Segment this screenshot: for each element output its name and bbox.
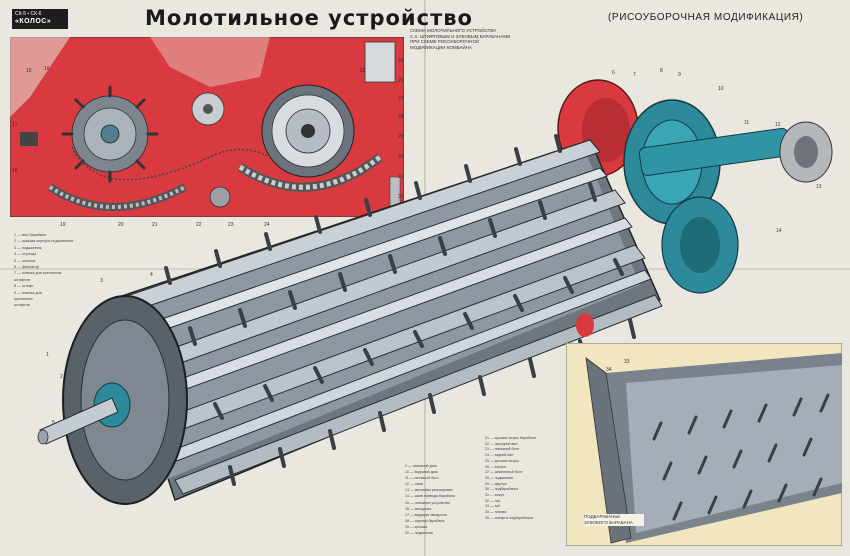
legend-item: 19 — крышка: [405, 524, 428, 529]
legend-item: 23 — натяжной болт: [485, 447, 520, 452]
legend-item: 11 — натяжной болт: [405, 476, 439, 481]
inset-callout-27: 27: [398, 96, 404, 102]
legend-item: 32 — ось: [485, 498, 501, 503]
inset-callout-32: 32: [398, 194, 404, 200]
inset-callout-15: 15: [26, 68, 32, 74]
inset-callout-29: 29: [398, 134, 404, 140]
legend-item: 5 — шпонка: [14, 258, 36, 263]
badge-line-1: СК-5 • СК-6: [15, 11, 42, 17]
legend-item: 29 — фартук: [485, 481, 507, 486]
legend-item: штифтов: [14, 277, 30, 282]
pin-drum-cross-section: [61, 85, 159, 183]
legend-middle: 9 — натяжной диск 10 — ведомый диск 11 —…: [405, 463, 485, 536]
cross-section-inset: [10, 37, 404, 217]
legend-item: 2 — крышка корпуса подшипника: [14, 239, 73, 244]
callout-1: 1: [46, 352, 49, 358]
legend-item: 7 — планка для крепления: [14, 271, 62, 276]
legend-item: 15 — натяжное устройство: [405, 500, 450, 505]
inset-callout-31: 31: [398, 174, 404, 180]
legend-item: 20 — подшипник: [405, 531, 433, 536]
legend-item: 25 — крышка опоры: [485, 458, 519, 463]
callout-3: 3: [100, 278, 103, 284]
diagram-caption: СХЕМА МОЛОТИЛЬНОГО УСТРОЙСТВА С.Х. ШТИФТ…: [410, 28, 511, 50]
inset-callout-26: 26: [398, 78, 404, 84]
callout-11: 11: [744, 120, 749, 126]
inset-callout-18: 18: [12, 168, 18, 174]
callout-9: 9: [678, 72, 681, 78]
callout-7: 7: [633, 72, 636, 78]
legend-item: 10 — ведомый диск: [405, 470, 439, 475]
publisher-badge: СК-5 • СК-6 «КОЛОС»: [12, 9, 68, 29]
legend-item: 34 — планка: [485, 510, 507, 515]
legend-item: 26 — втулка: [485, 464, 506, 469]
callout-2: 2: [60, 374, 63, 380]
inset-callout-17: 17: [12, 122, 18, 128]
inset-callout-28: 28: [398, 114, 404, 120]
legend-item: 9 — натяжной диск: [405, 464, 437, 468]
callout-12: 12: [775, 122, 781, 128]
inset-callout-30: 30: [398, 154, 404, 160]
legend-item: 31 — кожух: [485, 493, 505, 498]
callout-13: 13: [816, 184, 822, 190]
legend-right: 21 — крышка опоры барабана 22 — передний…: [485, 436, 560, 522]
callout-14: 14: [776, 228, 782, 234]
legend-item: 35 — штифты подбарабанья: [485, 515, 533, 520]
drum-body: [37, 134, 663, 505]
legend-item: 8 — штифт: [14, 284, 34, 289]
badge-line-2: «КОЛОС»: [15, 18, 52, 25]
inset2-callout-33: 33: [624, 359, 630, 365]
legend-item: 18 — шарнир барабана: [405, 518, 445, 523]
inset-callout-24: 24: [264, 222, 270, 228]
legend-item: 28 — подшипник: [485, 475, 513, 480]
legend-item: 4 — ступица: [14, 252, 37, 257]
legend-item: 30 — подбарабанье: [485, 487, 519, 492]
callout-5: 5: [52, 420, 55, 426]
poster-title: Молотильное устройство: [145, 6, 473, 30]
legend-item: 9 — планка для: [14, 290, 42, 295]
legend-item: 6 — фиксатор: [14, 265, 39, 270]
legend-left: 1 — вал барабана 2 — крышка корпуса подш…: [14, 232, 109, 309]
callout-8: 8: [660, 68, 663, 74]
inset-callout-19: 19: [60, 222, 66, 228]
concave-inset: 33 34: [566, 343, 842, 546]
inset-callout-23: 23: [228, 222, 234, 228]
inset-callout-20: 20: [118, 222, 124, 228]
callout-6: 6: [612, 70, 615, 76]
legend-item: 27 — шпоночный болт: [485, 470, 523, 475]
inset-callout-22: 22: [196, 222, 202, 228]
inset-callout-21: 21: [152, 222, 158, 228]
legend-item: 22 — передний вал: [485, 441, 518, 446]
inset-callout-25: 25: [398, 58, 404, 64]
poster-subtitle: (РИСОУБОРОЧНАЯ МОДИФИКАЦИЯ): [608, 12, 804, 23]
legend-item: 17 — ведущая звездочка: [405, 512, 447, 517]
legend-item: штифтов: [14, 303, 30, 308]
inset-callout-16: 16: [44, 66, 50, 72]
legend-item: 16 — звездочка: [405, 506, 432, 511]
inset2-callout-34: 34: [606, 367, 612, 373]
legend-item: 24 — задний вал: [485, 453, 514, 458]
callout-10: 10: [718, 86, 724, 92]
legend-item: крепления: [14, 297, 33, 302]
legend-item: 1 — вал барабана: [14, 233, 47, 237]
legend-item: 3 — подшипник: [14, 245, 42, 250]
legend-item: 21 — крышка опоры барабана: [485, 436, 536, 440]
tooth-drum-cross-section: [261, 84, 355, 178]
legend-item: 12 — шкив: [405, 482, 423, 487]
legend-item: 14 — шкив привода барабана: [405, 494, 455, 499]
callout-4: 4: [150, 272, 153, 278]
legend-item: 33 — зуб: [485, 504, 501, 509]
right-sprocket: [779, 121, 833, 183]
inset-callout-33: 33: [360, 68, 366, 74]
concave-inset-caption: ПОДБАРАБАНЬЕ ЗУБОВОГО БАРАБАНА: [584, 514, 644, 526]
legend-item: 13 — механизм регулировки: [405, 488, 453, 493]
